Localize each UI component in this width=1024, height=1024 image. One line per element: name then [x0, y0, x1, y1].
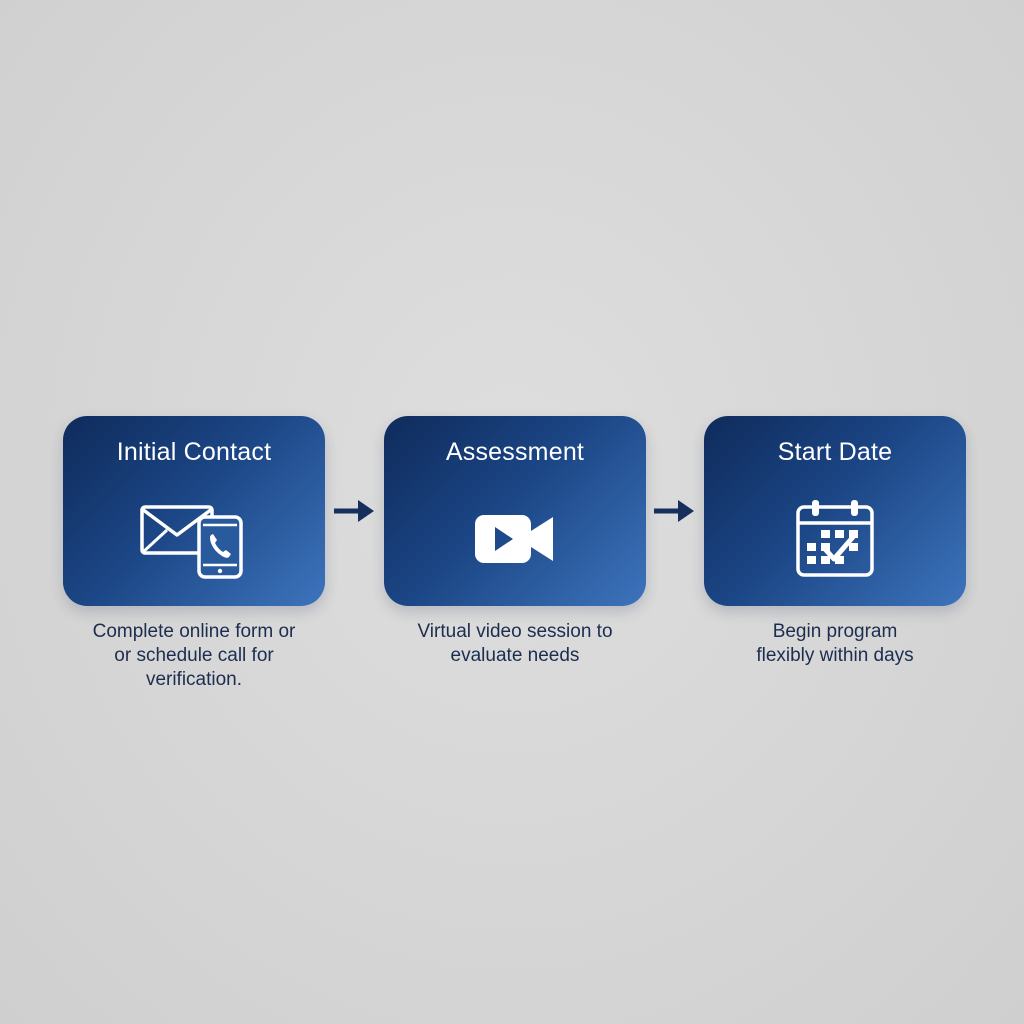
flow-arrow-icon — [334, 500, 374, 522]
envelope-phone-icon — [63, 486, 325, 592]
step-title: Assessment — [445, 438, 585, 466]
step-description-assessment: Virtual video session to evaluate needs — [365, 620, 665, 668]
description-line: or schedule call for — [114, 645, 274, 666]
step-title: Initial Contact — [116, 438, 272, 466]
step-description-start-date: Begin program flexibly within days — [685, 620, 985, 668]
step-title: Start Date — [777, 438, 893, 466]
description-line: verification. — [145, 669, 243, 690]
description-line: Virtual video session to — [417, 621, 613, 642]
flow-arrow-icon — [654, 500, 694, 522]
description-line: flexibly within days — [756, 645, 914, 666]
video-camera-icon — [384, 486, 646, 592]
description-line: Begin program — [772, 621, 898, 642]
step-card-initial-contact: Initial Contact — [63, 416, 325, 606]
calendar-check-icon — [704, 486, 966, 592]
step-card-start-date: Start Date — [704, 416, 966, 606]
step-description-initial-contact: Complete online form or or schedule call… — [44, 620, 344, 692]
description-line: evaluate needs — [450, 645, 580, 666]
description-line: Complete online form or — [92, 621, 296, 642]
step-card-assessment: Assessment — [384, 416, 646, 606]
